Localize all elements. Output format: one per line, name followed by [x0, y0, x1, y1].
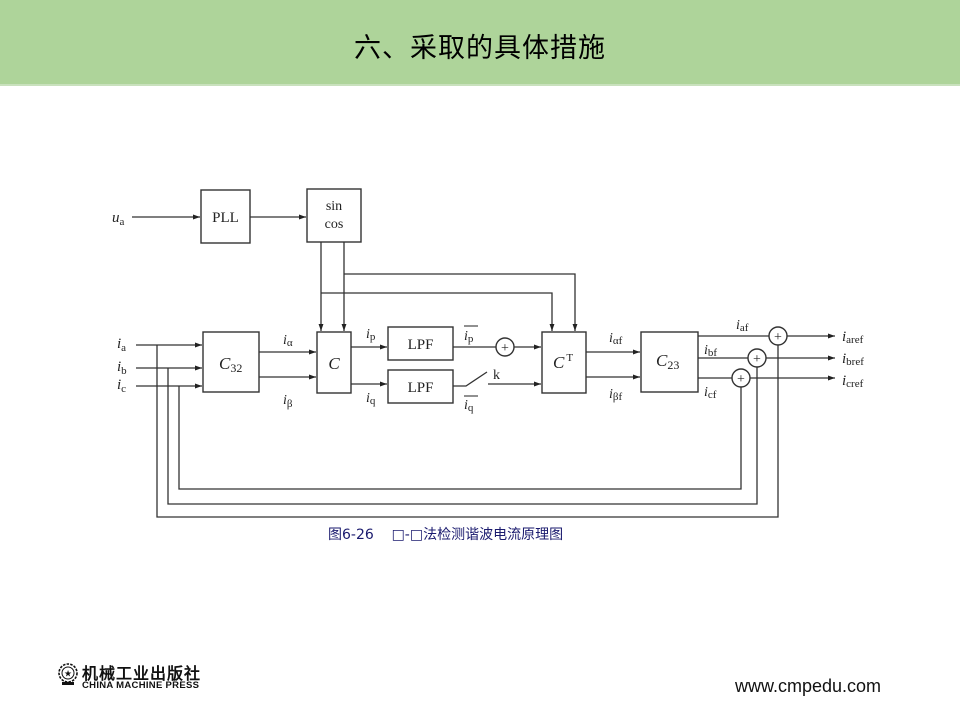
publisher-name-en: CHINA MACHINE PRESS: [82, 680, 200, 691]
publisher-logo: ★ 机械工业出版社 CHINA MACHINE PRESS: [56, 660, 226, 692]
sum-p-symbol: +: [501, 341, 509, 356]
c23-block: [640, 331, 699, 393]
lpf-q-block: [387, 369, 454, 404]
input-ua-label: ua: [112, 210, 125, 228]
input-ic-label: ic: [117, 377, 126, 395]
switch-k: [453, 371, 488, 387]
figure-caption: 图6-26 □-□法检测谐波电流原理图: [328, 527, 564, 543]
ip-label: ip: [366, 327, 376, 343]
lpf-q-label: LPF: [408, 380, 434, 396]
input-ib-label: ib: [117, 359, 127, 377]
iaf-label: iaf: [736, 318, 749, 334]
c32-label: C32: [219, 354, 242, 375]
sin-label: sin: [326, 199, 342, 214]
lpf-p-label: LPF: [408, 337, 434, 353]
ialpha-label: iα: [283, 333, 293, 349]
switch-k-label: k: [493, 368, 500, 383]
slide-title: 六、采取的具体措施: [354, 33, 606, 64]
wire-ia-feedback: [156, 345, 779, 518]
output-icref-label: icref: [842, 373, 864, 390]
wire-cos-to-ct: [344, 273, 578, 331]
iq-label: iq: [366, 391, 376, 407]
ibf-label: ibf: [704, 343, 717, 359]
pll-label: PLL: [212, 210, 239, 226]
c23-label: C23: [656, 351, 679, 372]
lpf-p-block: [387, 326, 454, 361]
c-block: [316, 331, 352, 394]
publisher-emblem-icon: ★: [58, 663, 78, 685]
iqbar-label: iq: [464, 398, 474, 414]
output-ibref-label: ibref: [842, 351, 864, 368]
output-iaref-label: iaref: [842, 329, 864, 346]
wire-ic-feedback: [178, 386, 742, 490]
ialphaf-label: iαf: [609, 331, 623, 347]
sum-b-symbol: +: [753, 352, 761, 367]
sum-c-symbol: +: [737, 372, 745, 387]
slide-header: 六、采取的具体措施: [0, 0, 960, 86]
sincos-block: [306, 188, 362, 243]
ibetaf-label: iβf: [609, 387, 622, 403]
publisher-name-cn: 机械工业出版社: [82, 664, 202, 683]
input-ia-label: ia: [117, 336, 126, 354]
c32-block: [202, 331, 260, 393]
wire-sin-to-ct: [321, 292, 555, 331]
pll-block: [200, 189, 251, 244]
ipbar-label: ip: [464, 329, 474, 345]
icf-label: icf: [704, 385, 717, 401]
c-label: C: [328, 354, 340, 373]
ct-block: [541, 331, 587, 394]
cos-label: cos: [325, 217, 344, 232]
sum-a-symbol: +: [774, 330, 782, 345]
svg-text:★: ★: [64, 669, 72, 679]
wire-ib-feedback: [167, 366, 758, 505]
publisher-url[interactable]: www.cmpedu.com: [735, 676, 882, 696]
ibeta-label: iβ: [283, 393, 293, 410]
